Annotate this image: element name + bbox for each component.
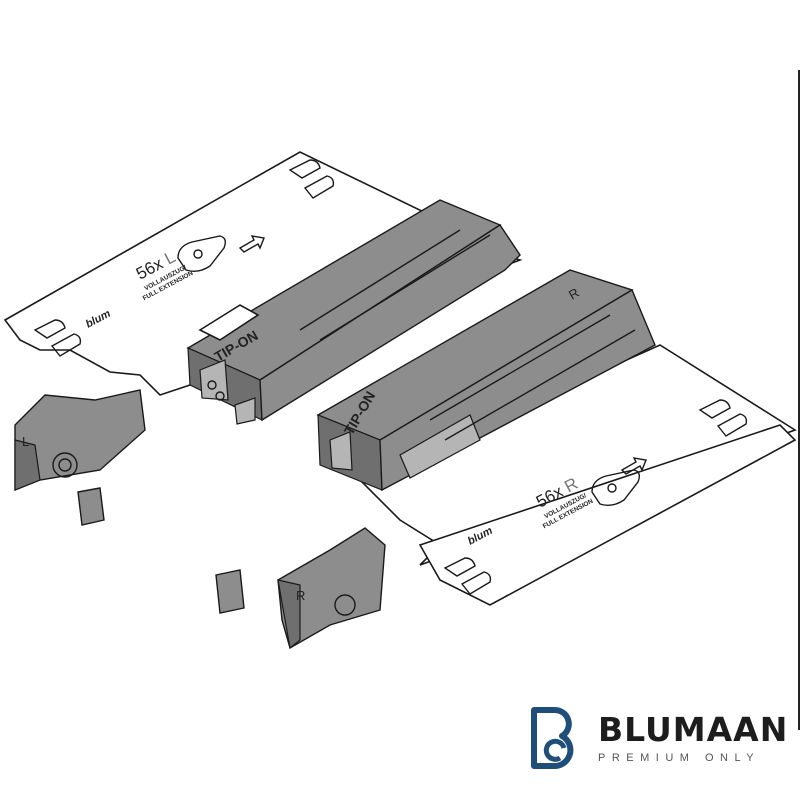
logo-name: BLUMAAN bbox=[598, 709, 789, 749]
left-mounting-plate: 56x L VOLLAUSZUG/ FULL EXTENSION blum bbox=[3, 151, 523, 396]
right-front-clip: R bbox=[277, 527, 386, 650]
brand-logo: BLUMAAN PREMIUM ONLY bbox=[528, 704, 788, 772]
right-tip-on-housing: TIP-ON R bbox=[316, 269, 656, 492]
blumaan-logo-icon bbox=[531, 707, 574, 769]
arrow-icon bbox=[620, 457, 647, 475]
edge-line bbox=[798, 70, 800, 730]
logo-tagline: PREMIUM ONLY bbox=[598, 751, 761, 764]
left-tip-on-housing: TIP-ON bbox=[186, 199, 521, 425]
adjuster-slot bbox=[177, 235, 227, 273]
adjuster-slot bbox=[591, 469, 641, 507]
left-clip-side-label: L bbox=[22, 434, 29, 449]
left-spacer-block bbox=[77, 487, 105, 526]
left-front-clip: L bbox=[14, 389, 146, 492]
right-spacer-block bbox=[215, 569, 245, 614]
right-mounting-plate: 56x R VOLLAUSZUG/ FULL EXTENSION blum bbox=[358, 344, 797, 606]
arrow-icon bbox=[238, 235, 265, 253]
right-clip-side-label: R bbox=[296, 588, 305, 603]
